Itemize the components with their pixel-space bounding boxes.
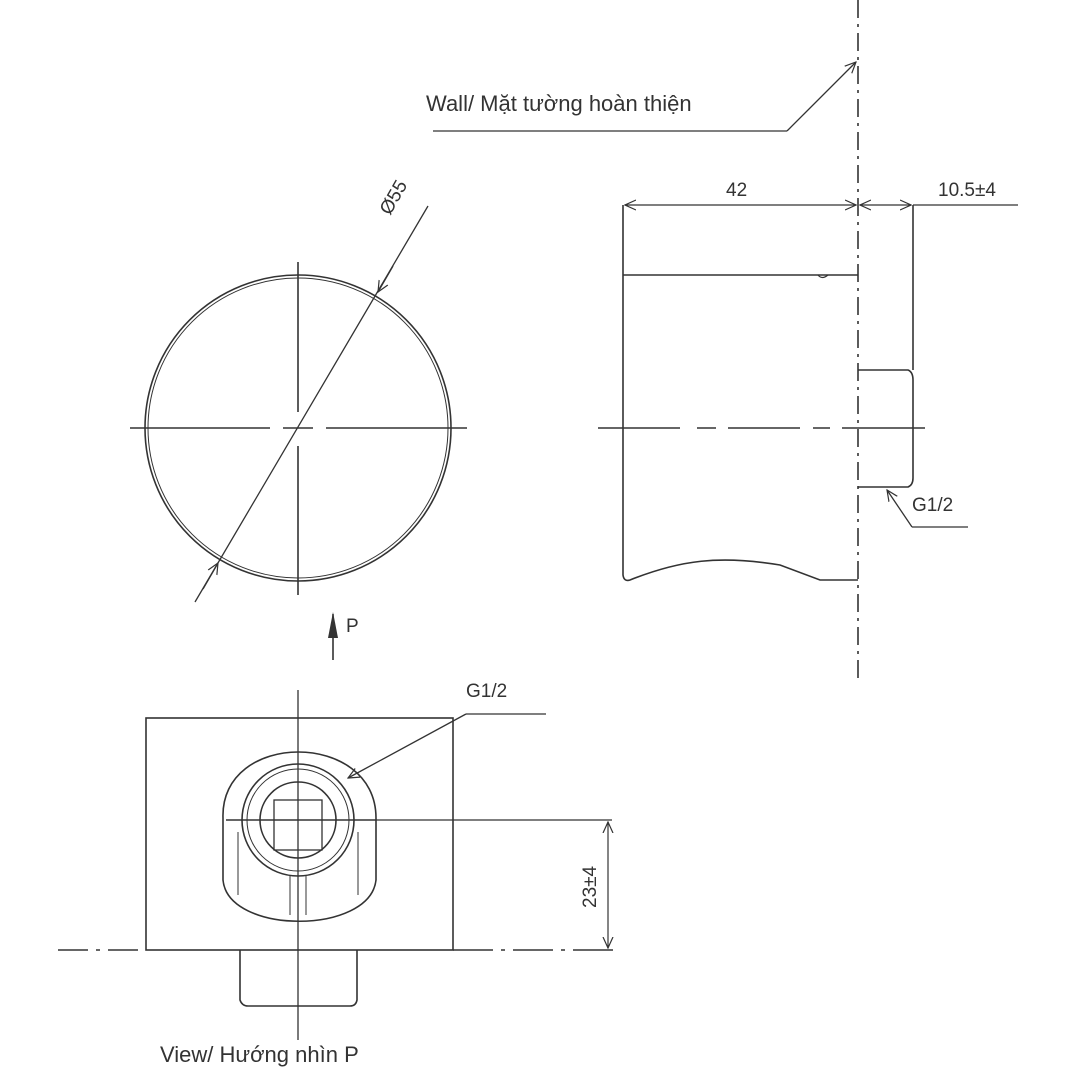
height-dimension: 23±4 [580, 865, 601, 908]
view-direction-arrow [328, 612, 338, 660]
view-caption: View/ Hướng nhìn P [160, 1042, 359, 1067]
wall-label: Wall/ Mặt tường hoàn thiện [426, 91, 692, 116]
offset-dimension: 10.5±4 [938, 180, 996, 201]
front-view [130, 205, 467, 603]
view-arrow-label: P [346, 616, 359, 637]
thread-bottom-label: G1/2 [466, 681, 508, 702]
side-view [433, 0, 1018, 680]
bottom-view [58, 690, 614, 1040]
depth-dimension: 42 [726, 180, 748, 201]
thread-side-label: G1/2 [912, 495, 954, 516]
